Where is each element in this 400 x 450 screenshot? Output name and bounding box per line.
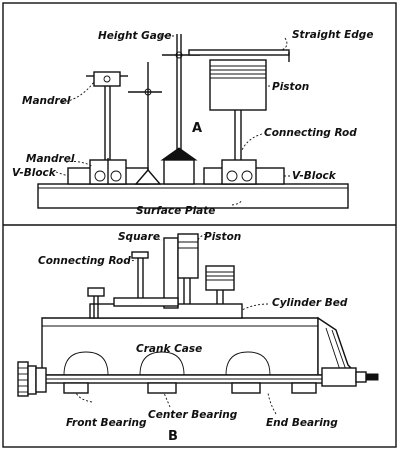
v-block-left — [67, 158, 149, 185]
v-block-right — [203, 159, 285, 185]
label-surface-plate: Surface Plate — [136, 205, 215, 217]
label-end-bearing: End Bearing — [266, 417, 338, 429]
figure-b: Square Piston Connecting Rod Cylinder Be… — [17, 231, 379, 444]
mandrel-assembly-left — [86, 71, 128, 160]
square — [113, 237, 179, 309]
label-cylinder-bed: Cylinder Bed — [272, 297, 348, 309]
label-height-gage: Height Gage — [98, 30, 172, 42]
label-mandrel-left: Mandrel — [26, 153, 75, 165]
label-mandrel-top: Mandrel — [22, 95, 71, 107]
leaders-a — [55, 35, 290, 206]
panel-letter-b: B — [168, 429, 178, 444]
flywheel — [17, 361, 47, 397]
label-front-bearing: Front Bearing — [66, 417, 147, 429]
piston-a — [209, 59, 267, 160]
surface-gauge — [128, 62, 162, 185]
label-v-block-left: V-Block — [12, 167, 57, 179]
leaders-b — [75, 233, 277, 415]
label-connecting-rod-b: Connecting Rod — [38, 255, 131, 267]
label-straight-edge: Straight Edge — [292, 29, 373, 41]
label-connecting-rod-a: Connecting Rod — [264, 127, 357, 139]
height-gage — [160, 34, 200, 185]
label-center-bearing: Center Bearing — [148, 409, 238, 421]
piston-b-second — [205, 265, 235, 304]
label-square: Square — [118, 231, 160, 243]
label-piston-b: Piston — [204, 231, 241, 243]
straight-edge — [188, 49, 290, 62]
figure-a: Height Gage Straight Edge Piston Mandrel… — [12, 29, 373, 217]
connecting-rod-b — [87, 251, 149, 318]
piston-b — [177, 233, 199, 304]
label-v-block-right: V-Block — [292, 170, 337, 182]
bearing-caps — [63, 382, 317, 394]
panel-letter-a: A — [192, 121, 202, 136]
label-crank-case: Crank Case — [136, 343, 202, 355]
label-piston-a: Piston — [272, 81, 309, 93]
